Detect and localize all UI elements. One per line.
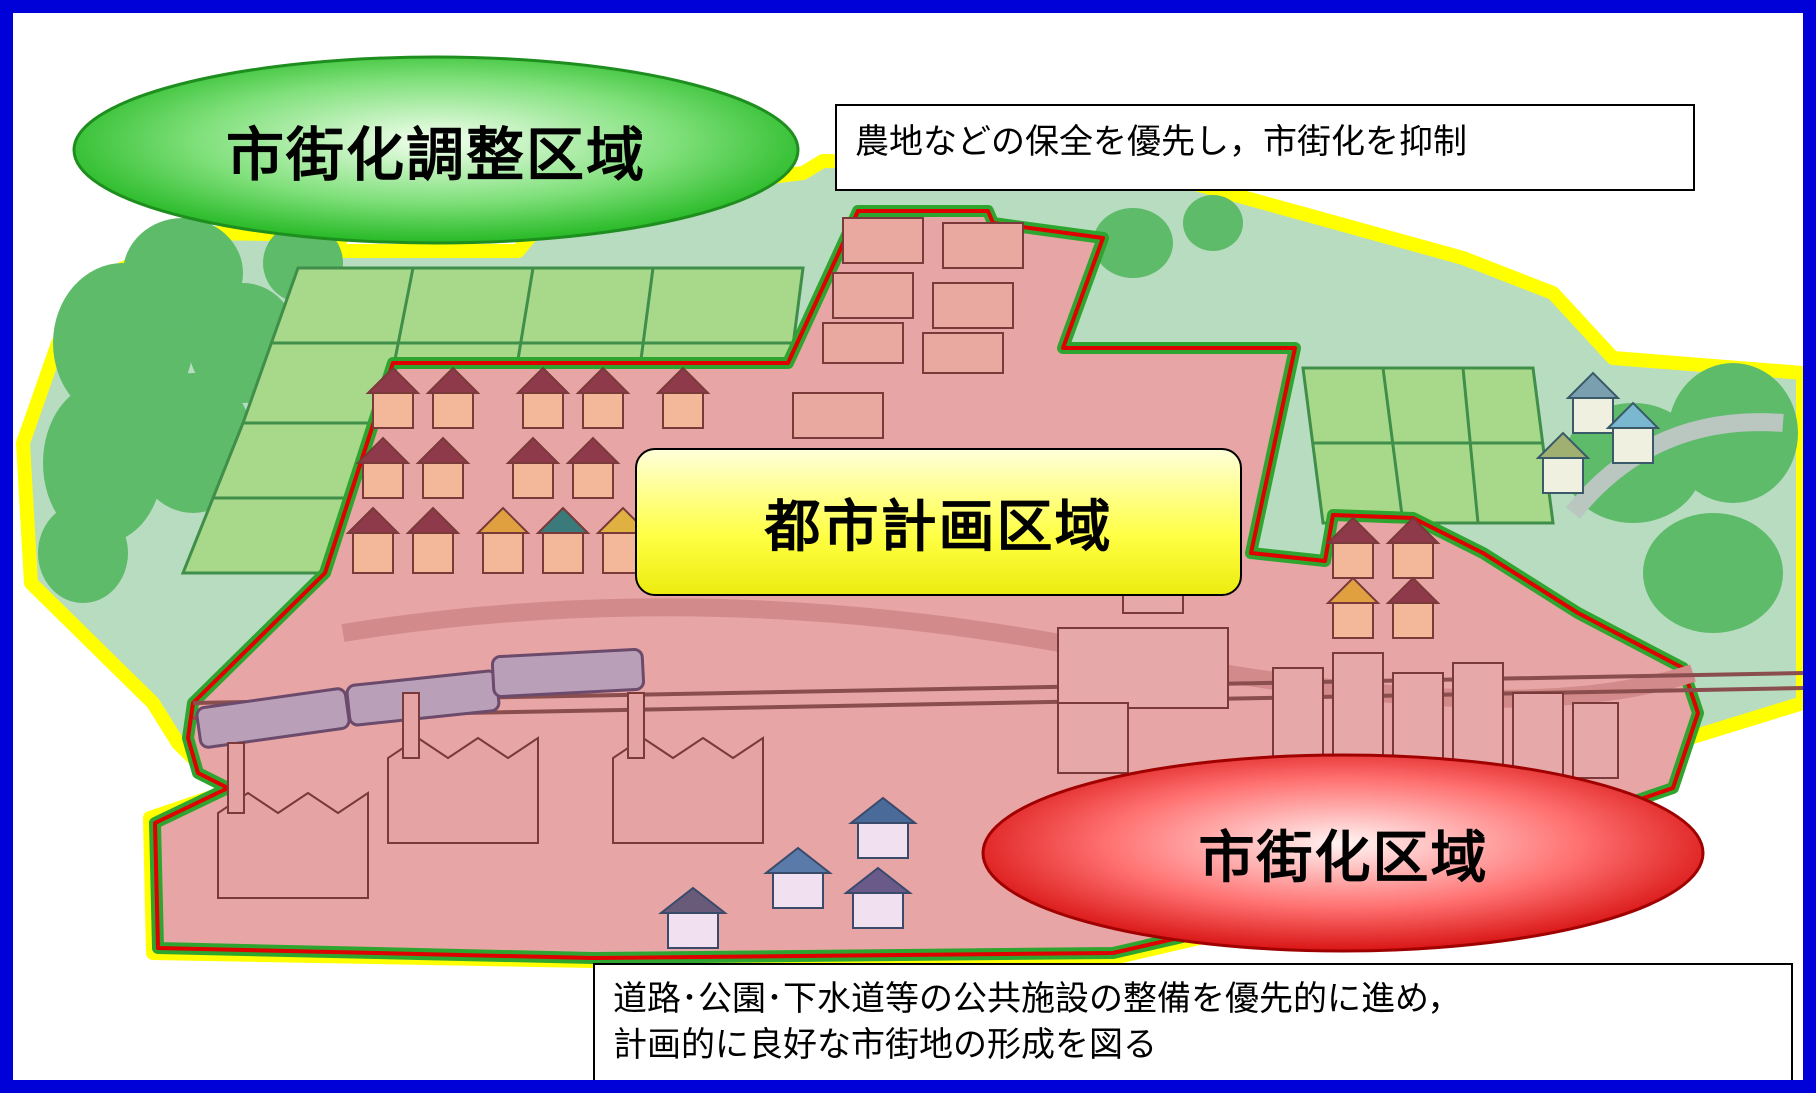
promotion-area-label-shape (981, 753, 1705, 953)
control-area-note: 農地などの保全を優先し，市街化を抑制 (835, 104, 1695, 191)
promotion-note-line-1: 道路･公園･下水道等の公共施設の整備を優先的に進め， (613, 979, 1462, 1019)
promotion-area-boundary (153, 209, 1700, 960)
village-houses (1535, 371, 1661, 494)
apartment-blocks (792, 217, 1024, 439)
promotion-note-line-2: 計画的に良好な市街地の形成を図る (613, 1024, 1157, 1065)
lower-houses (658, 796, 918, 949)
control-area-label: 市街化調整区域 (225, 121, 646, 189)
city-planning-area-label: 都市計画区域 (635, 448, 1242, 596)
forest (38, 195, 1798, 633)
residential-houses (345, 366, 1441, 639)
promotion-area-label: 市街化区域 (1198, 825, 1489, 891)
promotion-area-note: 道路･公園･下水道等の公共施設の整備を優先的に進め， 計画的に良好な市街地の形成… (593, 963, 1793, 1080)
control-area-label-shape (72, 55, 800, 245)
factories (217, 692, 764, 899)
